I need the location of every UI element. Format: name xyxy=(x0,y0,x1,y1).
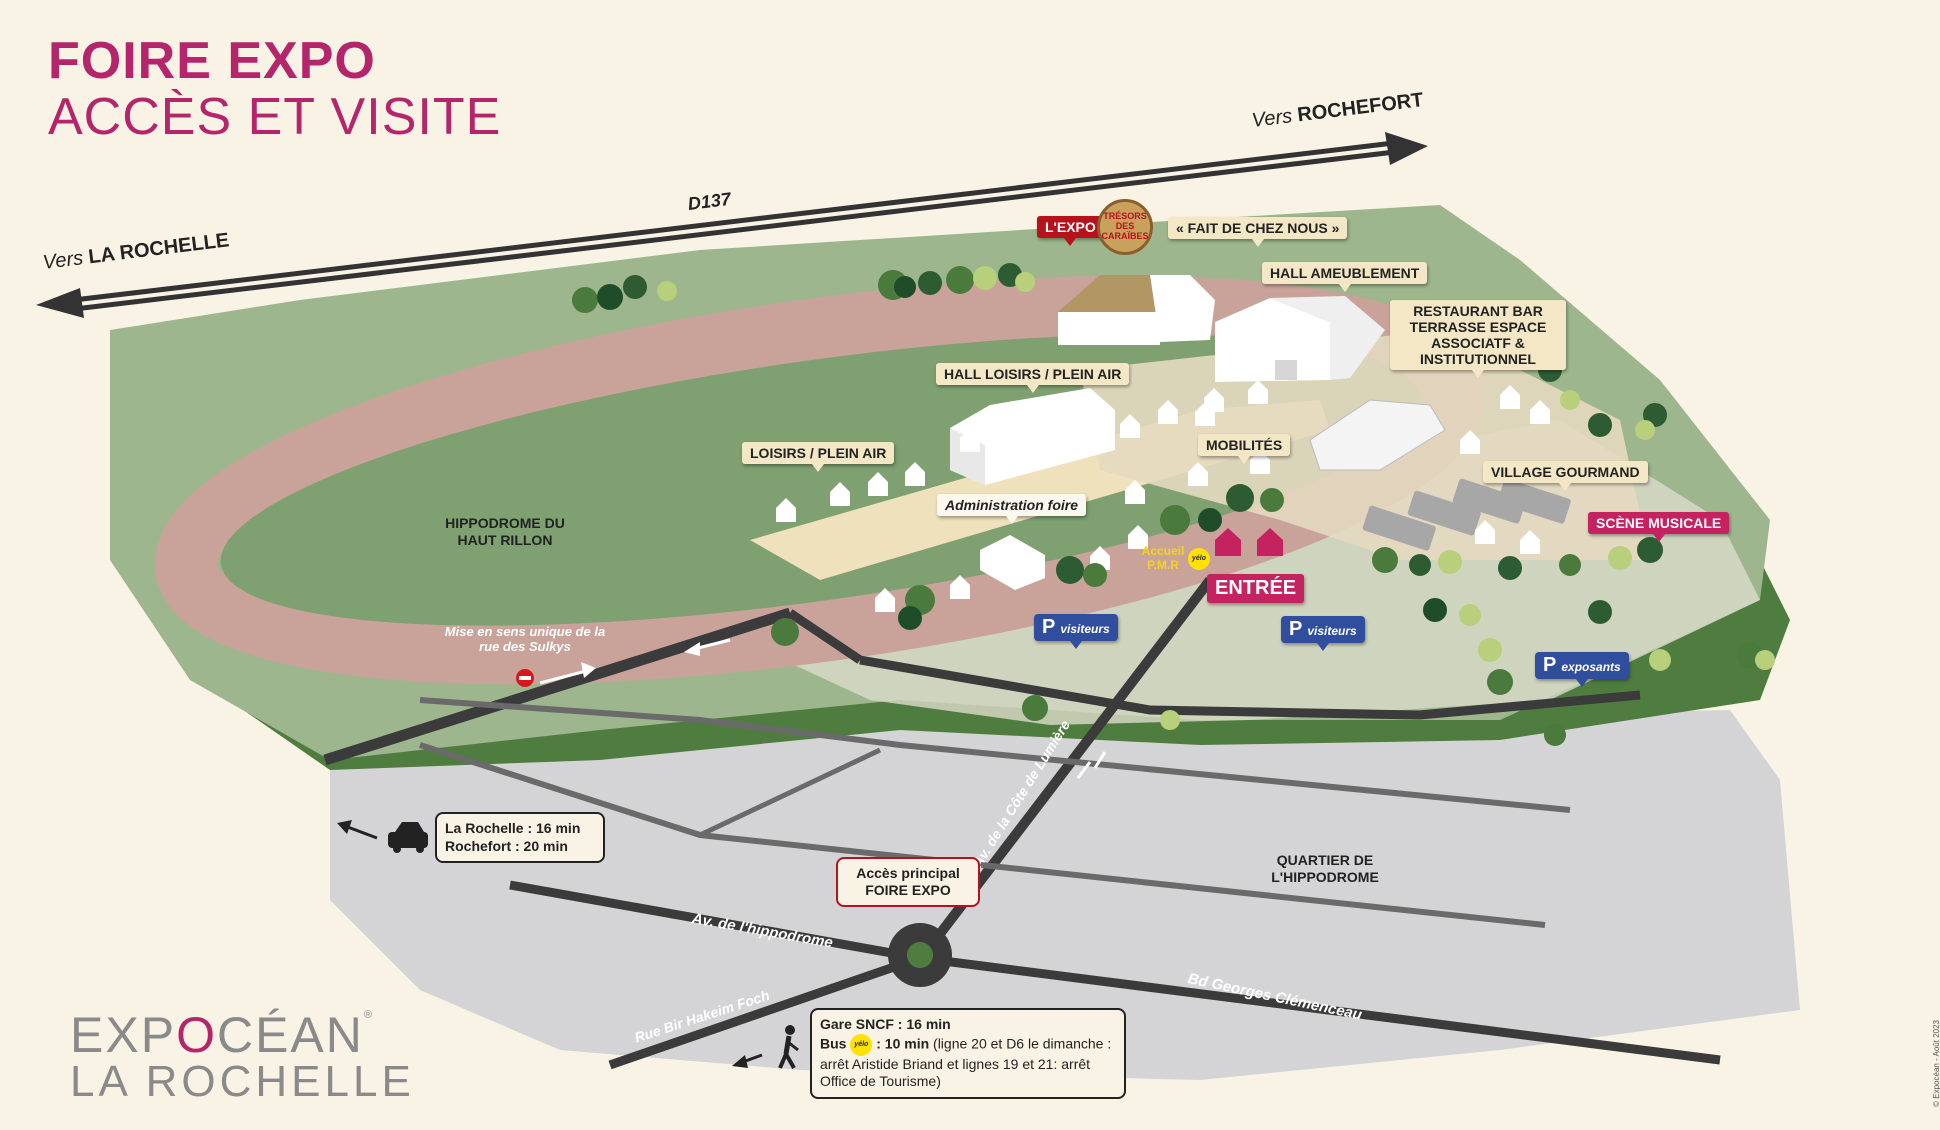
expocean-logo: EXPOCÉAN® LA ROCHELLE xyxy=(70,1007,415,1106)
building-tresors xyxy=(1058,275,1215,345)
accueil-pmr-label: Accueil P.M.R xyxy=(1141,544,1185,572)
label-expo[interactable]: L'EXPO xyxy=(1037,216,1104,246)
page-subtitle: ACCÈS ET VISITE xyxy=(48,87,502,146)
acces-principal-box: Accès principal FOIRE EXPO xyxy=(836,857,980,907)
tresors-seal: TRÉSORS DES CARAÏBES xyxy=(1097,199,1153,255)
arrow-rochefort-icon xyxy=(1385,132,1428,165)
village-gourmand-stands xyxy=(1362,478,1571,551)
trees xyxy=(572,263,1775,746)
entrance-tents xyxy=(1215,528,1283,556)
quartier-label: QUARTIER DE L'HIPPODROME xyxy=(1271,852,1379,885)
walking-person-icon xyxy=(778,1025,799,1069)
label-administration[interactable]: Administration foire xyxy=(937,494,1087,524)
building-admin xyxy=(980,535,1045,590)
walk-travel-info: Gare SNCF : 16 min Bus yélo : 10 min (li… xyxy=(810,1008,1126,1099)
label-hall-ameublement[interactable]: HALL AMEUBLEMENT xyxy=(1262,262,1428,292)
building-restaurant xyxy=(1309,399,1446,471)
car-travel-times: La Rochelle : 16 min Rochefort : 20 min xyxy=(435,812,605,863)
copyright: © Expocéan - Août 2023 xyxy=(1932,1020,1940,1107)
label-village-gourmand[interactable]: VILLAGE GOURMAND xyxy=(1483,461,1648,491)
label-mobilites[interactable]: MOBILITÉS xyxy=(1198,434,1291,464)
building-hall-ameublement xyxy=(1215,296,1385,382)
label-fait-chez-nous[interactable]: « FAIT DE CHEZ NOUS » xyxy=(1168,217,1348,247)
hippodrome-label: HIPPODROME DU HAUT RILLON xyxy=(445,515,565,548)
yelo-bus-icon-2: yélo xyxy=(850,1033,873,1056)
arrow-larochelle-icon xyxy=(36,288,84,318)
sens-unique-note: Mise en sens unique de la rue des Sulkys xyxy=(444,624,606,654)
tents xyxy=(776,380,1550,612)
page-title: FOIRE EXPO xyxy=(48,32,376,90)
label-loisirs[interactable]: LOISIRS / PLEIN AIR xyxy=(742,442,895,472)
label-hall-loisirs[interactable]: HALL LOISIRS / PLEIN AIR xyxy=(936,363,1130,393)
label-scene-musicale[interactable]: SCÈNE MUSICALE xyxy=(1588,512,1730,542)
label-restaurant[interactable]: RESTAURANT BAR TERRASSE ESPACE ASSOCIATF… xyxy=(1390,300,1566,379)
title-block: FOIRE EXPO ACCÈS ET VISITE xyxy=(48,34,501,146)
label-entree[interactable]: ENTRÉE xyxy=(1207,574,1305,603)
car-icon xyxy=(388,822,428,853)
yelo-bus-icon: yélo xyxy=(1188,548,1210,570)
